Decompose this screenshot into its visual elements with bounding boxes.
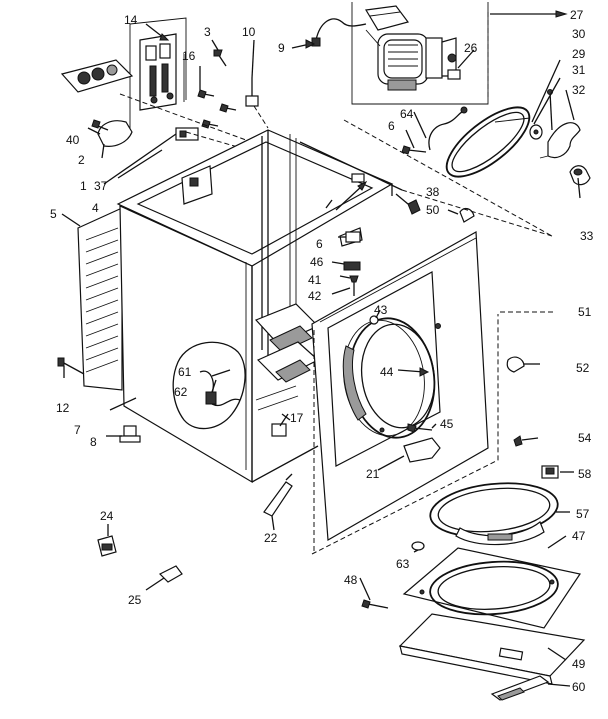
door-handle-60: [490, 675, 550, 701]
part-58: [541, 465, 559, 479]
callout-9: 9: [278, 41, 285, 55]
callout-12: 12: [56, 401, 70, 415]
callout-40: 40: [66, 133, 80, 147]
drive-motor: [365, 5, 457, 91]
callout-8: 8: [90, 435, 97, 449]
screws-16: [197, 89, 237, 129]
screw-48: [361, 599, 389, 609]
callout-25: 25: [128, 593, 142, 607]
callout-32: 32: [572, 83, 586, 97]
screw-3: [213, 49, 227, 67]
control-bracket-assembly: [129, 17, 187, 130]
callout-22: 22: [264, 531, 278, 545]
screw-12: [57, 357, 85, 375]
callout-57: 57: [576, 507, 590, 521]
callout-41: 41: [308, 273, 322, 287]
callout-64: 64: [400, 107, 414, 121]
callout-6-mid: 6: [316, 237, 323, 251]
callout-49: 49: [572, 657, 586, 671]
drive-belt: [445, 106, 531, 178]
part-63: [411, 541, 425, 551]
callout-58: 58: [578, 467, 592, 481]
callout-48: 48: [344, 573, 358, 587]
callout-5: 5: [50, 207, 57, 221]
callout-7: 7: [74, 423, 81, 437]
callout-24: 24: [100, 509, 114, 523]
callout-62: 62: [174, 385, 188, 399]
idler-spring: [569, 165, 591, 186]
callout-46: 46: [310, 255, 324, 269]
callout-38: 38: [426, 185, 440, 199]
callout-44: 44: [380, 365, 394, 379]
door-gasket-57: [429, 482, 559, 546]
callout-42: 42: [308, 289, 322, 303]
switch-10: [245, 78, 259, 107]
callout-51: 51: [578, 305, 592, 319]
callout-21: 21: [366, 467, 380, 481]
cutaway-detail: [172, 341, 246, 430]
part-50: [459, 207, 475, 223]
callout-50: 50: [426, 203, 440, 217]
callout-14: 14: [124, 13, 138, 27]
callout-26: 26: [464, 41, 478, 55]
callout-52: 52: [576, 361, 590, 375]
door-frame-47: [402, 547, 581, 629]
callout-29: 29: [572, 47, 586, 61]
callout-45: 45: [440, 417, 454, 431]
screw-42: [349, 275, 359, 296]
callout-61: 61: [178, 365, 192, 379]
leader-lines: [61, 23, 581, 687]
callout-16: 16: [182, 49, 196, 63]
callout-43: 43: [374, 303, 388, 317]
motor-assembly-box: [351, 2, 568, 105]
callout-60: 60: [572, 680, 586, 694]
front-panel: [311, 231, 554, 555]
callout-31: 31: [572, 63, 586, 77]
knob-assembly-40: [60, 59, 134, 93]
motor-switch: [447, 69, 461, 80]
dryer-cabinet: [77, 105, 403, 484]
callout-labels: 14 3 10 9 27 30 29 26 31 32 16 40 2 1 37…: [50, 8, 594, 694]
strike-41: [343, 261, 361, 271]
callout-3: 3: [204, 25, 211, 39]
callout-2: 2: [78, 153, 85, 167]
part-38: [407, 199, 421, 215]
screw-6-top: [401, 145, 427, 155]
callout-4: 4: [92, 201, 99, 215]
callout-1: 1: [80, 179, 87, 193]
bracket-2: [97, 120, 133, 147]
callout-47: 47: [572, 529, 586, 543]
callout-27: 27: [570, 8, 584, 22]
part-25: [158, 565, 183, 583]
leveling-leg-8: [119, 425, 141, 443]
part-24: [97, 535, 117, 557]
part-22: [263, 473, 293, 517]
door-panel-49: [398, 613, 586, 685]
callout-54: 54: [578, 431, 592, 445]
callout-10: 10: [242, 25, 256, 39]
wire-64: [428, 111, 463, 151]
callout-30: 30: [572, 27, 586, 41]
callout-6-top: 6: [388, 119, 395, 133]
callout-37: 37: [94, 179, 108, 193]
latch-46: [338, 231, 361, 243]
motor-wire-harness: [311, 18, 367, 47]
part-37: [175, 127, 199, 141]
callout-33: 33: [580, 229, 594, 243]
callout-63: 63: [396, 557, 410, 571]
idler-bracket: [547, 122, 581, 159]
callout-17: 17: [290, 411, 304, 425]
